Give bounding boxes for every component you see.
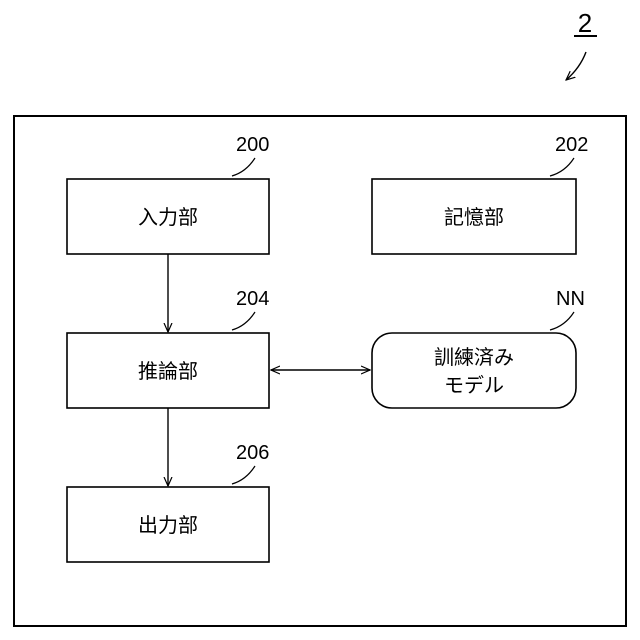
figure-number: 2	[578, 8, 592, 38]
input-block-label: 入力部	[138, 205, 198, 229]
inference-block: 推論部	[67, 333, 269, 408]
input-block-ref: 200	[236, 134, 269, 156]
inference-block-leader	[232, 312, 255, 330]
output-block-label: 出力部	[138, 513, 198, 537]
trained-model-label-line2: モデル	[444, 373, 504, 397]
output-block-leader	[232, 466, 255, 484]
trained-model-leader	[550, 312, 574, 330]
storage-block-leader	[550, 158, 574, 176]
inference-block-label: 推論部	[138, 359, 198, 383]
storage-block-ref: 202	[555, 134, 588, 156]
inference-block-ref: 204	[236, 288, 269, 310]
trained-model-block: 訓練済み モデル	[372, 333, 576, 408]
storage-block-label: 記憶部	[444, 205, 504, 229]
input-block: 入力部	[67, 179, 269, 254]
trained-model-ref: NN	[556, 288, 585, 310]
figure-pointer-arrow	[566, 52, 586, 80]
output-block-ref: 206	[236, 442, 269, 464]
output-block: 出力部	[67, 487, 269, 562]
storage-block: 記憶部	[372, 179, 576, 254]
input-block-leader	[232, 158, 255, 176]
trained-model-label-line1: 訓練済み	[434, 345, 514, 369]
